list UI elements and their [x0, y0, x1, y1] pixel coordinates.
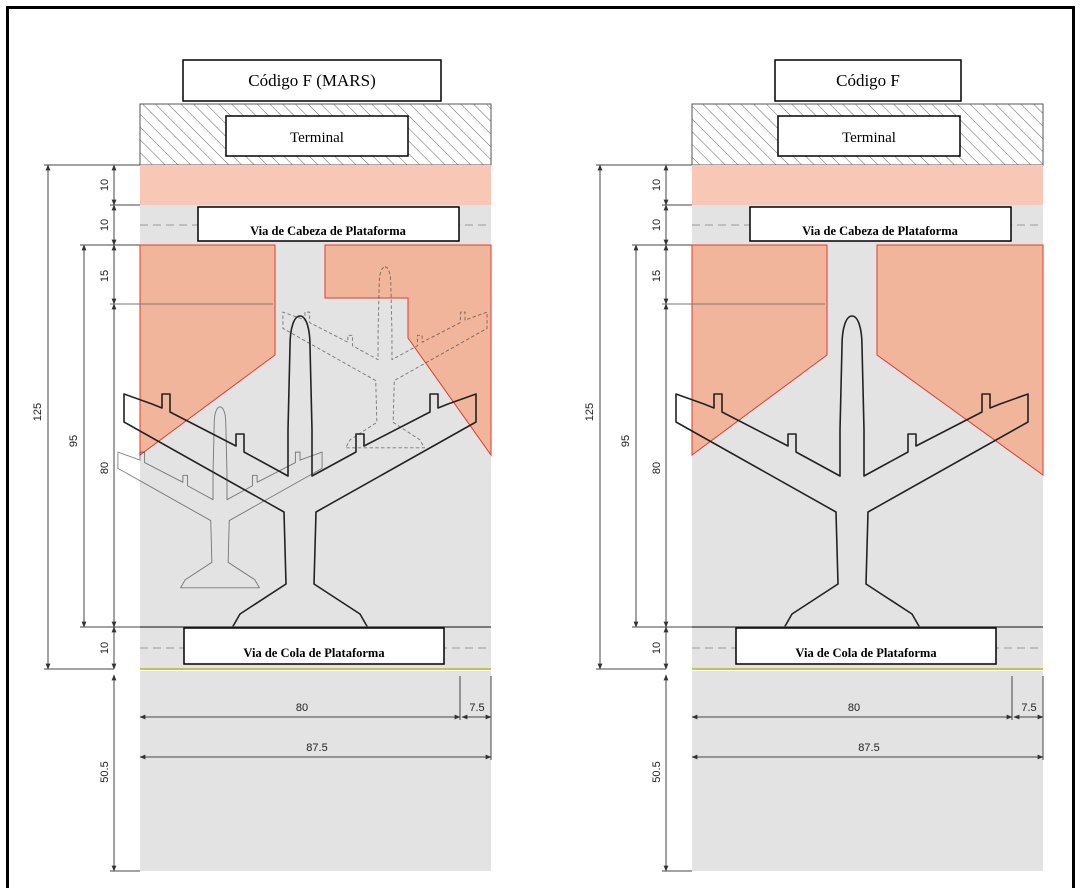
dim-10-bottom-label: 10 — [99, 642, 111, 654]
panel-title-box — [774, 59, 962, 102]
dim-10-service-label: 10 — [651, 179, 663, 191]
dim-10-bottom-label: 10 — [651, 642, 663, 654]
top-taxilane-label-box — [749, 206, 1012, 242]
dim-15-label: 15 — [99, 270, 111, 282]
dim-10-taxilane-label: 10 — [99, 219, 111, 231]
terminal-label-box — [777, 115, 961, 157]
bottom-taxilane-label: Via de Cola de Plataforma — [243, 646, 385, 660]
stand-zone-right — [324, 244, 492, 457]
dim-80-label: 80 — [848, 702, 860, 714]
bottom-taxilane-label-box — [735, 627, 997, 665]
terminal-label-box — [225, 115, 409, 157]
dim-50-5-label: 50.5 — [651, 761, 663, 782]
top-taxilane-label: Via de Cabeza de Plataforma — [802, 224, 959, 238]
dim-87-5-label: 87.5 — [858, 742, 879, 754]
dim-10-service-label: 10 — [99, 179, 111, 191]
service-road-band — [140, 165, 491, 205]
dim-80-vert-label: 80 — [99, 462, 111, 474]
lower-pavement — [140, 671, 491, 871]
dim-15-label: 15 — [651, 270, 663, 282]
outer-frame — [6, 6, 1075, 893]
dim-80-label: 80 — [296, 702, 308, 714]
lower-pavement — [692, 671, 1043, 871]
dim-10-taxilane-label: 10 — [651, 219, 663, 231]
stand-zone-right — [876, 244, 1044, 476]
dim-125-label: 125 — [32, 403, 44, 421]
dim-80-vert-label: 80 — [651, 462, 663, 474]
dim-87-5-label: 87.5 — [306, 742, 327, 754]
dim-125-label: 125 — [584, 403, 596, 421]
panel-title: Código F (MARS) — [248, 71, 376, 90]
dim-7-5-label: 7.5 — [1021, 702, 1036, 714]
panel-title-box — [182, 59, 442, 102]
service-road-band — [692, 165, 1043, 205]
bottom-taxilane-label-box — [183, 627, 445, 665]
top-taxilane-label: Via de Cabeza de Plataforma — [250, 224, 407, 238]
dim-50-5-label: 50.5 — [99, 761, 111, 782]
dim-95-label: 95 — [68, 435, 80, 447]
bottom-taxilane-label: Via de Cola de Plataforma — [795, 646, 937, 660]
terminal-label: Terminal — [290, 130, 344, 146]
stand-zone-left — [691, 244, 828, 456]
dim-95-label: 95 — [620, 435, 632, 447]
top-taxilane-label-box — [197, 206, 460, 242]
terminal-label: Terminal — [842, 130, 896, 146]
dim-7-5-label: 7.5 — [469, 702, 484, 714]
panel-title: Código F — [836, 71, 900, 90]
stand-zone-left — [139, 244, 276, 456]
